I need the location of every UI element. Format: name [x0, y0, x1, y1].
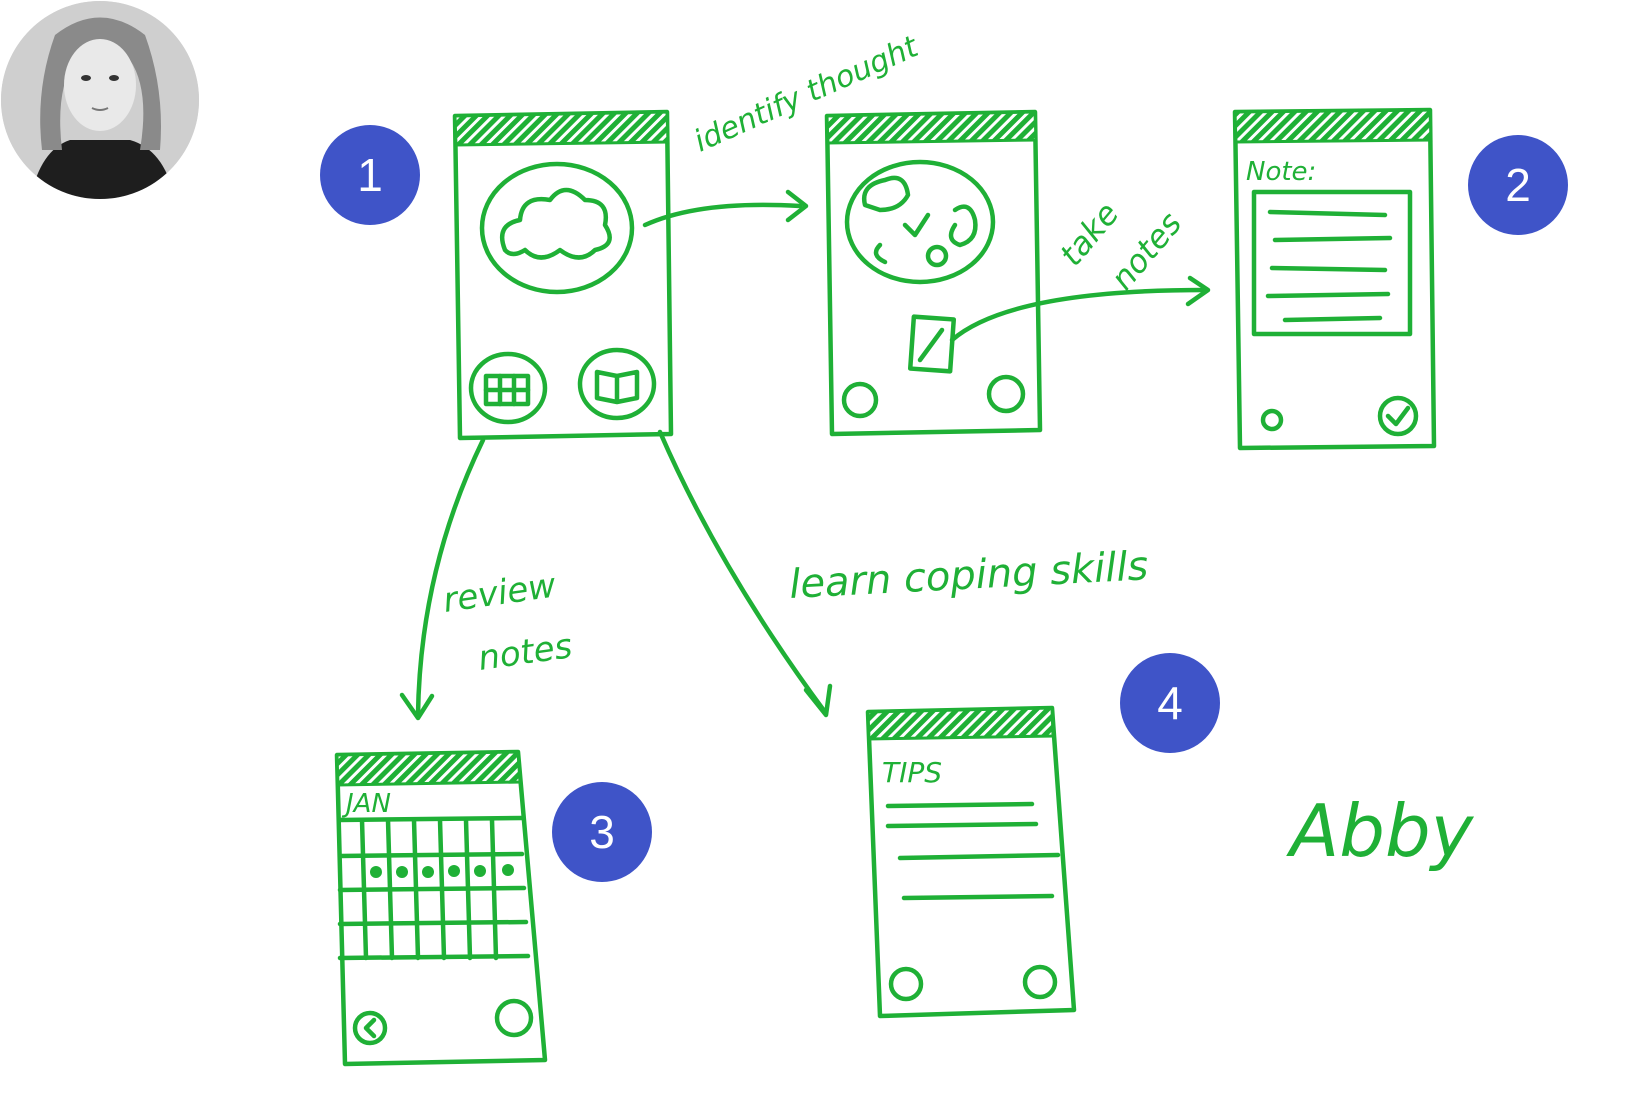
- calendar-button-icon: [468, 351, 548, 425]
- flow-arrows: [399, 189, 1211, 721]
- label-review-notes: notes: [476, 626, 575, 679]
- arrow-to-tips: [657, 429, 828, 715]
- cloud-thought-icon: [479, 161, 635, 295]
- badge-2: 2: [1468, 135, 1568, 235]
- back-button-icon: [888, 966, 924, 1002]
- screen-tips-sketch: TIPS: [865, 705, 1077, 1019]
- tips-heading: TIPS: [882, 756, 942, 789]
- avatar: [1, 1, 199, 199]
- thought-bubble-icon: [844, 159, 996, 285]
- note-heading: Note:: [1246, 157, 1316, 187]
- signature: Abby: [1286, 789, 1475, 873]
- label-review: review: [441, 566, 559, 621]
- screen-home-sketch: [452, 109, 674, 441]
- back-button-icon: [841, 381, 879, 419]
- forward-button-icon: [986, 374, 1026, 414]
- back-button-icon: [1260, 408, 1284, 432]
- screen-calendar-sketch: JAN: [334, 749, 548, 1067]
- arrowhead-icon: [803, 683, 833, 718]
- arrow-to-note: [949, 287, 1208, 343]
- arrowhead-icon: [1185, 275, 1211, 307]
- label-learn-coping-skills: learn coping skills: [788, 543, 1149, 608]
- book-button-icon: [577, 347, 657, 421]
- svg-text:1: 1: [357, 149, 383, 201]
- arrowhead-icon: [399, 692, 435, 721]
- forward-button-icon: [494, 998, 534, 1038]
- forward-button-icon: [1022, 964, 1058, 1000]
- badge-4: 4: [1120, 653, 1220, 753]
- svg-text:2: 2: [1505, 159, 1531, 211]
- badge-3: 3: [552, 782, 652, 882]
- arrowhead-icon: [785, 189, 809, 223]
- svg-text:3: 3: [589, 806, 615, 858]
- screen-note-sketch: Note:: [1232, 107, 1437, 451]
- svg-text:4: 4: [1157, 677, 1183, 729]
- pencil-note-icon: [907, 314, 957, 374]
- badge-1: 1: [320, 125, 420, 225]
- calendar-month-heading: JAN: [341, 789, 391, 819]
- arrow-to-identify: [642, 202, 803, 228]
- arrow-to-calendar: [415, 437, 486, 718]
- back-arrow-icon: [352, 1010, 388, 1046]
- person-portrait-icon: [1, 1, 199, 199]
- calendar-grid: [337, 815, 531, 961]
- screen-identify-sketch: [824, 109, 1043, 437]
- checkmark-save-icon: [1377, 395, 1419, 437]
